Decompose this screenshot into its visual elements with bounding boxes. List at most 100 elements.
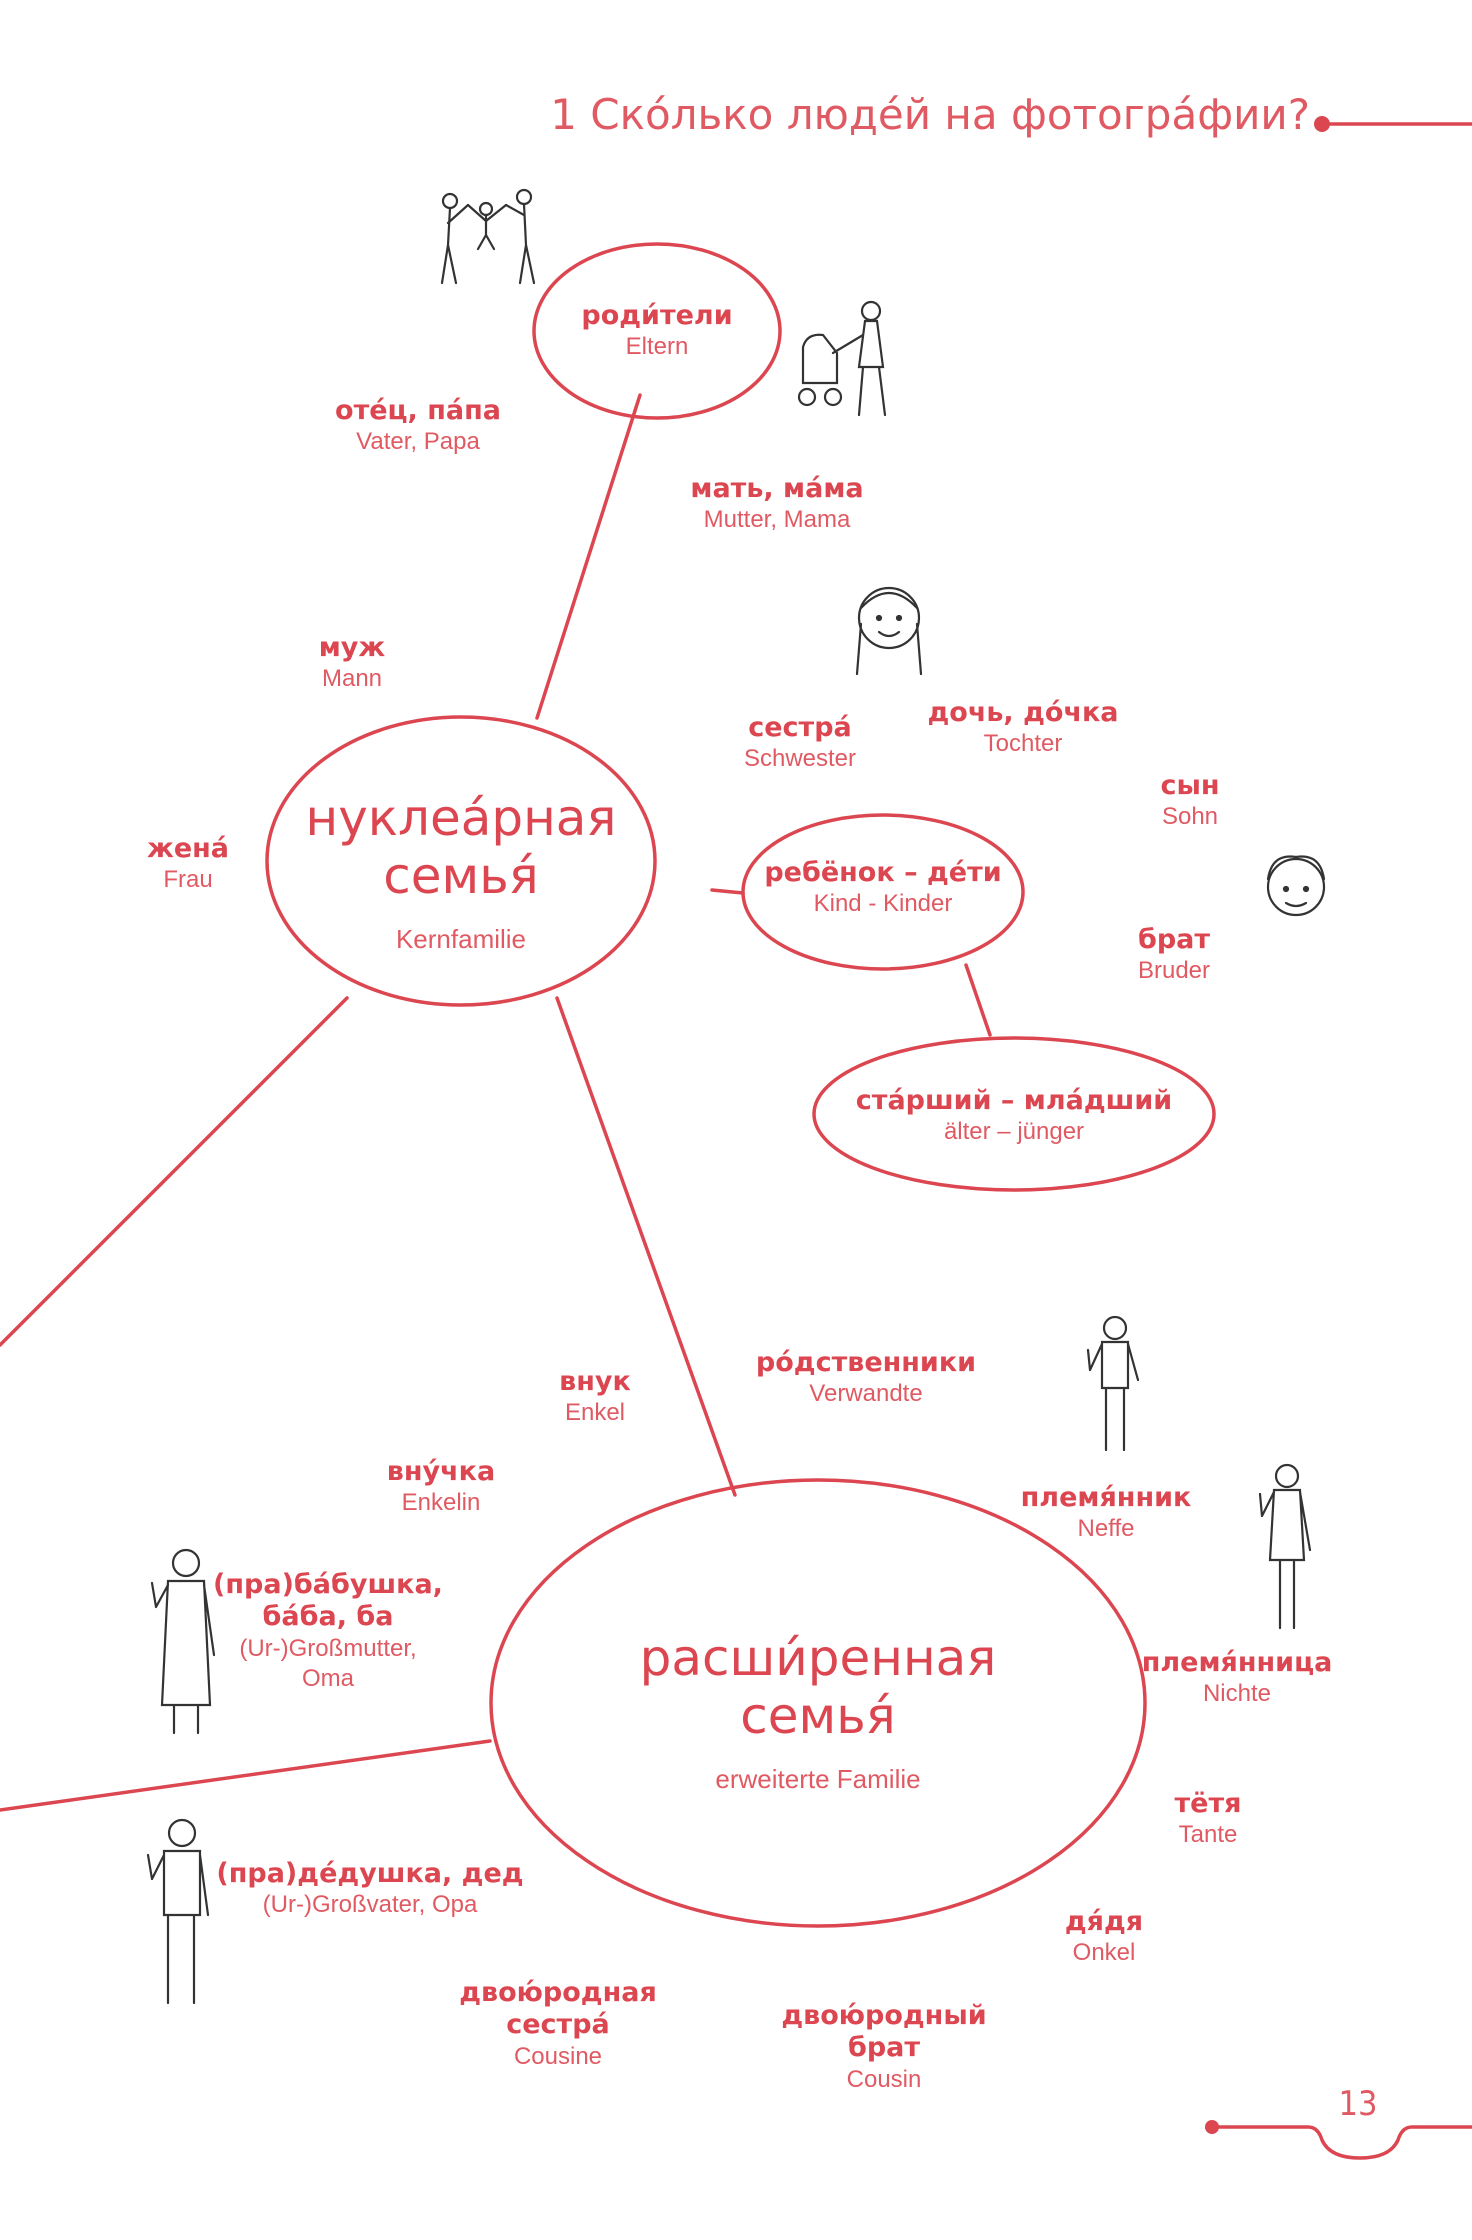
page-number: 13 (1338, 2084, 1378, 2124)
parents-ru: роди́тели (581, 300, 733, 331)
term-grandmother-ru-2: ба́ба, ба (262, 1601, 394, 1633)
nephew-illustration (1080, 1310, 1150, 1460)
term-nephew: племя́нник Neffe (1021, 1482, 1192, 1544)
term-father-de: Vater, Papa (356, 428, 480, 456)
term-sister: сестра́ Schwester (744, 712, 856, 774)
term-son-ru: сын (1160, 770, 1220, 801)
term-wife-ru: жена́ (146, 833, 230, 864)
term-sister-ru: сестра́ (748, 712, 852, 743)
connector-extended-left (0, 1739, 492, 1812)
connector-child-older (964, 963, 992, 1037)
term-cousin-female: двою́родная сестра́ Cousine (459, 1977, 657, 2072)
term-nephew-de: Neffe (1077, 1515, 1135, 1543)
connector-parents-nuclear (535, 393, 642, 720)
term-grandmother: (пра)ба́бушка, ба́ба, ба (Ur-)Großmutter… (213, 1569, 443, 1694)
girl-face-icon (849, 578, 929, 683)
child-de: Kind - Kinder (813, 890, 953, 918)
mother-with-stroller-illustration (793, 297, 903, 427)
term-niece-ru: племя́нница (1141, 1647, 1333, 1678)
term-niece-de: Nichte (1202, 1680, 1272, 1708)
older-younger-ellipse (812, 1036, 1216, 1192)
term-aunt-de: Tante (1178, 1821, 1238, 1849)
nuclear-family-de: Kernfamilie (395, 924, 527, 954)
term-brother: брат Bruder (1138, 924, 1210, 986)
term-grandmother-de-2: Oma (301, 1664, 355, 1692)
term-granddaughter-ru: вну́чка (386, 1456, 496, 1487)
term-grandson-de: Enkel (564, 1399, 626, 1427)
nuclear-family-ru: нуклеа́рная семья́ (305, 789, 617, 905)
child-ru: ребёнок – де́ти (764, 857, 1002, 888)
term-cousin-female-de: Cousine (513, 2042, 603, 2070)
extended-ellipse (489, 1478, 1147, 1928)
term-cousin-male-de: Cousin (846, 2065, 922, 2093)
term-aunt-ru: тётя (1174, 1788, 1242, 1819)
parents-ellipse (532, 242, 782, 420)
term-aunt: тётя Tante (1175, 1788, 1242, 1850)
term-cousin-male: двою́родный брат Cousin (781, 2000, 986, 2095)
term-brother-de: Bruder (1137, 957, 1211, 985)
term-grandmother-ru-1: (пра)ба́бушка, (213, 1569, 443, 1600)
older-younger-ru: ста́рший – мла́дший (855, 1085, 1173, 1116)
term-cousin-female-ru-2: сестра́ (506, 2009, 610, 2041)
term-daughter: дочь, до́чка Tochter (927, 697, 1118, 759)
term-husband-ru: муж (318, 632, 386, 663)
term-brother-ru: брат (1137, 924, 1211, 955)
header-dot (1314, 116, 1330, 132)
niece-illustration (1252, 1460, 1322, 1635)
term-grandson-ru: внук (559, 1366, 631, 1397)
term-cousin-male-ru-1: двою́родный (781, 2000, 987, 2031)
footer-dot (1205, 2120, 1219, 2134)
term-relatives-ru: ро́дственники (755, 1347, 977, 1378)
term-niece: племя́нница Nichte (1142, 1647, 1333, 1709)
grandfather-illustration (138, 1815, 222, 2010)
term-husband-de: Mann (321, 665, 383, 693)
term-relatives: ро́дственники Verwandte (756, 1347, 976, 1409)
extended-family-ru: расши́ренная семья́ (639, 1629, 997, 1745)
term-son-de: Sohn (1161, 803, 1219, 831)
child-label: ребёнок – де́ти Kind - Kinder (764, 857, 1001, 919)
connector-nuclear-left (0, 996, 349, 1347)
term-grandfather-ru: (пра)де́душка, дед (216, 1858, 524, 1889)
term-grandfather: (пра)де́душка, дед (Ur-)Großvater, Opa (216, 1858, 523, 1920)
older-younger-label: ста́рший – мла́дший älter – jünger (856, 1085, 1172, 1147)
term-son: сын Sohn (1160, 770, 1219, 832)
term-daughter-de: Tochter (983, 730, 1063, 758)
term-sister-de: Schwester (743, 745, 857, 773)
term-cousin-male-ru-2: брат (847, 2032, 921, 2064)
extended-family-de: erweiterte Familie (715, 1764, 921, 1794)
extended-family-label: расши́ренная семья́ erweiterte Familie (608, 1629, 1028, 1796)
term-wife-de: Frau (163, 866, 213, 894)
term-mother-ru: мать, ма́ма (690, 473, 864, 504)
term-granddaughter-de: Enkelin (401, 1489, 481, 1517)
older-younger-de: älter – jünger (943, 1118, 1085, 1146)
footer-rule (1210, 2125, 1472, 2160)
parents-with-child-illustration (428, 183, 548, 295)
term-relatives-de: Verwandte (809, 1380, 923, 1408)
term-grandson: внук Enkel (559, 1366, 631, 1428)
parents-de: Eltern (625, 333, 689, 361)
term-husband: муж Mann (319, 632, 386, 694)
connector-nuclear-child (710, 888, 745, 895)
term-father-ru: оте́ц, па́па (335, 395, 501, 426)
term-nephew-ru: племя́нник (1020, 1482, 1192, 1513)
term-grandfather-de: (Ur-)Großvater, Opa (262, 1891, 478, 1919)
parents-label: роди́тели Eltern (581, 300, 732, 362)
boy-face-icon (1258, 845, 1334, 925)
nuclear-ellipse (265, 715, 657, 1007)
nuclear-family-label: нуклеа́рная семья́ Kernfamilie (291, 789, 631, 956)
term-granddaughter: вну́чка Enkelin (387, 1456, 495, 1518)
grandmother-illustration (140, 1545, 230, 1740)
term-cousin-female-ru-1: двою́родная (459, 1977, 657, 2008)
term-daughter-ru: дочь, до́чка (927, 697, 1119, 728)
term-uncle: дя́дя Onkel (1065, 1906, 1143, 1968)
page-title: 1 Ско́лько люде́й на фотогра́фии? (550, 90, 1310, 139)
term-grandmother-de-1: (Ur-)Großmutter, (239, 1634, 417, 1662)
term-father: оте́ц, па́па Vater, Papa (335, 395, 501, 457)
child-ellipse (741, 813, 1025, 971)
term-mother-de: Mutter, Mama (703, 506, 851, 534)
term-wife: жена́ Frau (147, 833, 229, 895)
term-mother: мать, ма́ма Mutter, Mama (690, 473, 863, 535)
term-uncle-ru: дя́дя (1064, 1906, 1144, 1937)
